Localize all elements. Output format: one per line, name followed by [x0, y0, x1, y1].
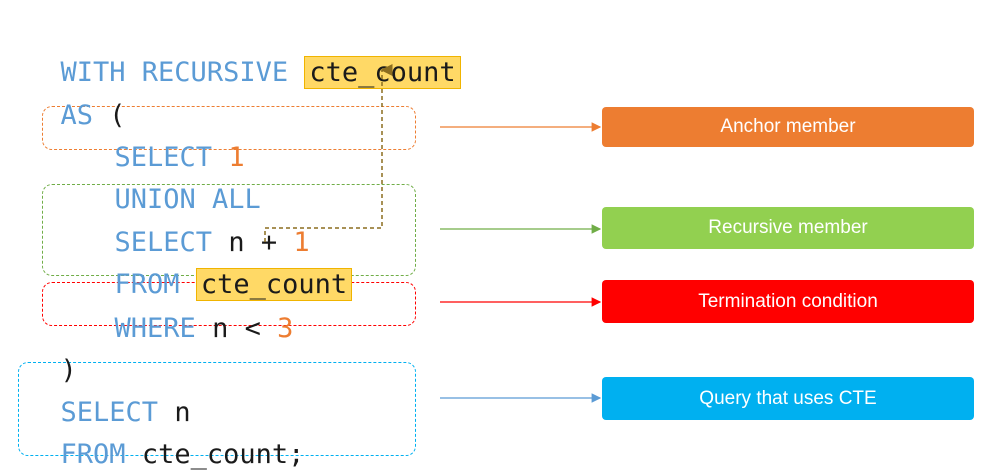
keyword-from: FROM — [114, 269, 180, 300]
termination-condition-label: Termination condition — [602, 280, 974, 323]
anchor-member-box — [42, 106, 416, 150]
code-line-outer-select: SELECT n — [28, 368, 191, 428]
column-n: n — [174, 397, 191, 428]
increment-number: 1 — [293, 227, 310, 258]
open-paren: ( — [109, 100, 126, 131]
anchor-number: 1 — [228, 142, 245, 173]
query-uses-cte-label: Query that uses CTE — [602, 377, 974, 420]
keyword-select: SELECT — [60, 397, 159, 428]
table-cte-count: cte_count; — [141, 439, 305, 470]
limit-number: 3 — [277, 313, 294, 344]
keyword-union-all: UNION ALL — [114, 184, 261, 215]
anchor-member-label: Anchor member — [602, 107, 974, 147]
query-box — [18, 362, 416, 456]
close-paren: ) — [60, 355, 77, 386]
recursive-member-label: Recursive member — [602, 207, 974, 249]
code-line-as: AS ( — [28, 71, 126, 131]
code-line-outer-from: FROM cte_count; — [28, 410, 305, 470]
expression-n-less: n < — [212, 313, 261, 344]
keyword-where: WHERE — [114, 313, 196, 344]
recursion-reference-arrow — [264, 64, 393, 242]
code-line-union-all: UNION ALL — [82, 155, 261, 215]
code-line-close-paren: ) — [28, 326, 77, 386]
keyword-as: AS — [60, 100, 94, 131]
code-line-recursive-from: FROM cte_count — [82, 240, 353, 301]
keyword-with-recursive: WITH RECURSIVE — [60, 57, 289, 88]
keyword-select: SELECT — [114, 227, 213, 258]
keyword-select: SELECT — [114, 142, 213, 173]
code-line-anchor-select: SELECT 1 — [82, 113, 245, 173]
code-line-where: WHERE n < 3 — [82, 284, 294, 344]
keyword-from: FROM — [60, 439, 126, 470]
cte-reference-highlight: cte_count — [195, 268, 353, 301]
